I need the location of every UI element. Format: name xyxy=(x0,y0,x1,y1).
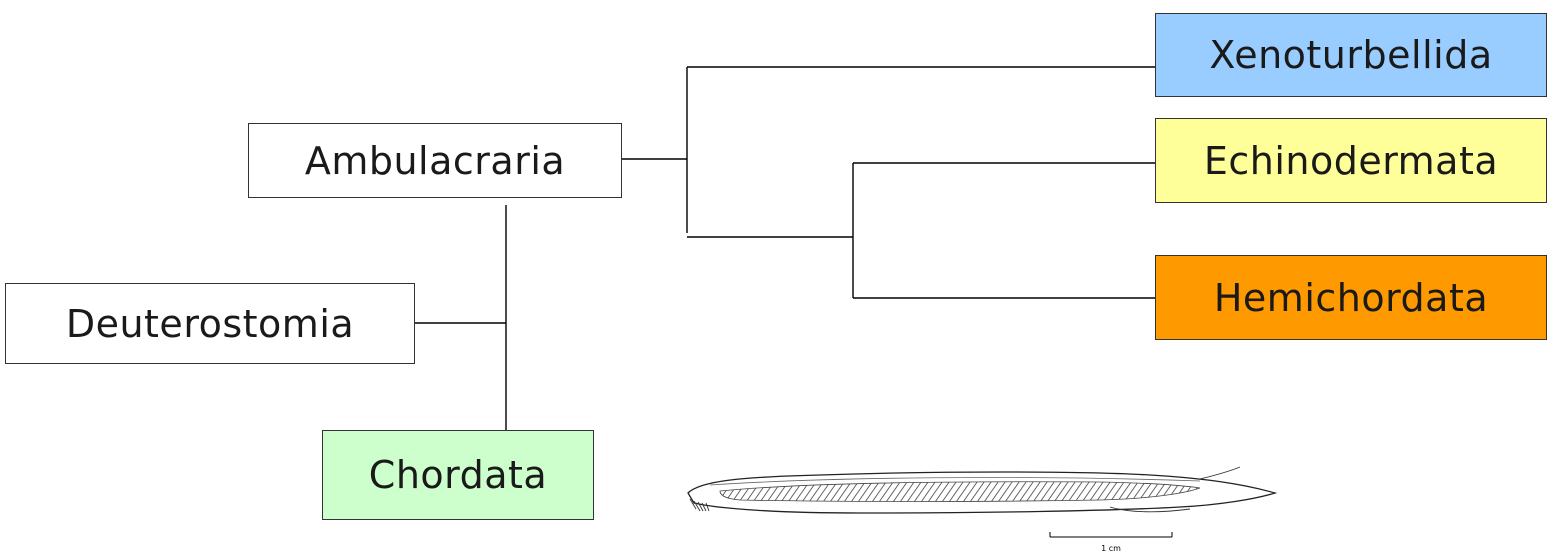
node-hemichordata: Hemichordata xyxy=(1155,255,1547,340)
lancelet-tail-fin xyxy=(1109,466,1241,513)
lancelet-illustration-icon: 1 cm xyxy=(687,466,1278,553)
scale-bar: 1 cm xyxy=(1049,532,1173,553)
lancelet-myomeres xyxy=(719,481,1201,502)
lancelet-oral-cirri xyxy=(689,498,710,512)
node-chordata: Chordata xyxy=(322,430,594,520)
node-xenoturbellida: Xenoturbellida xyxy=(1155,13,1547,97)
node-ambulacraria: Ambulacraria xyxy=(248,123,622,198)
node-deuterostomia: Deuterostomia xyxy=(5,283,415,364)
scale-bar-label: 1 cm xyxy=(1101,544,1121,553)
node-echinodermata: Echinodermata xyxy=(1155,118,1547,203)
lancelet-dorsal-fin xyxy=(709,477,1201,486)
